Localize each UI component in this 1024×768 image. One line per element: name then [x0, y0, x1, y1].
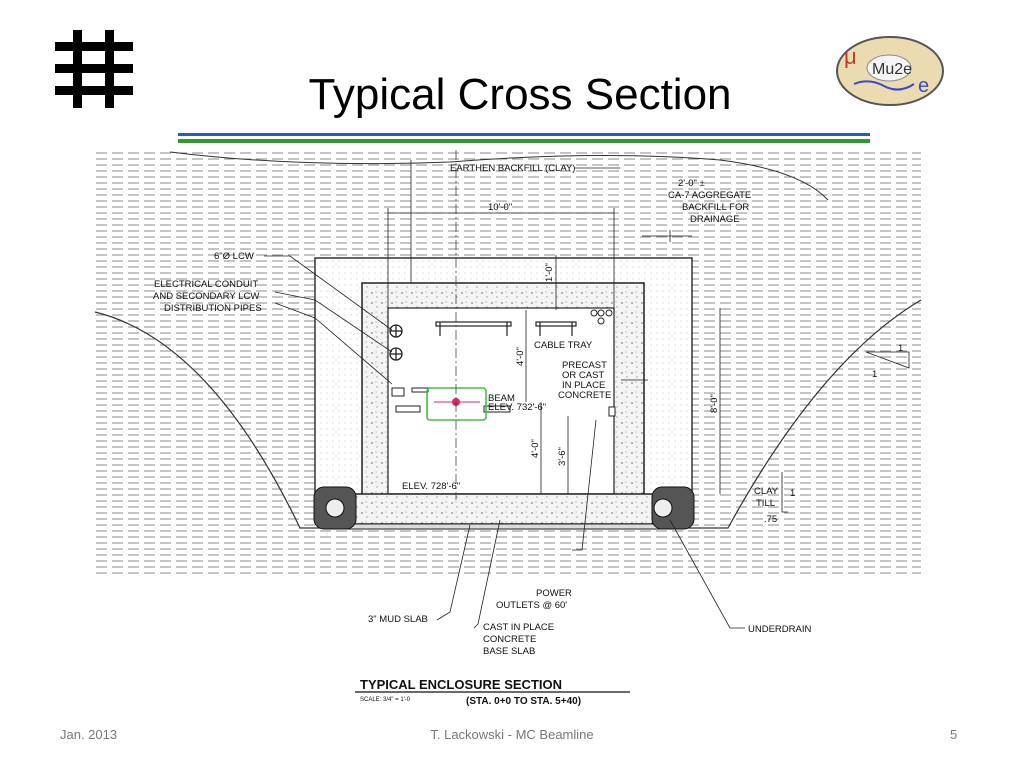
label-precast-2: OR CAST [562, 370, 604, 381]
label-conduit-3: DISTRIBUTION PIPES [164, 303, 262, 314]
label-mud-slab: 3" MUD SLAB [368, 614, 428, 625]
section-station: (STA. 0+0 TO STA. 5+40) [466, 696, 581, 707]
beamline-equipment [391, 387, 511, 413]
svg-text:e: e [918, 75, 929, 97]
lcw-pipes [389, 324, 403, 361]
label-aggregate-1: 2'-0" ± [678, 178, 705, 189]
label-cable-tray: CABLE TRAY [534, 340, 593, 351]
label-conduit-2: AND SECONDARY LCW [153, 291, 259, 302]
page-number: 5 [950, 727, 958, 742]
underdrain-right [651, 486, 695, 530]
cable-trays [435, 321, 577, 336]
label-earthen-backfill: EARTHEN BACKFILL (CLAY) [450, 163, 575, 174]
label-conduit-1: ELECTRICAL CONDUIT [154, 279, 258, 290]
label-clay-slope-1: 1 [790, 488, 795, 499]
enclosure-interior [387, 307, 615, 495]
section-scale: SCALE: 3/4" = 1'-0 [360, 697, 411, 703]
mud-slab [344, 523, 664, 530]
earthen-backfill-line [169, 151, 829, 201]
label-aggregate-3: BACKFILL FOR [682, 202, 749, 213]
label-slope-1a: 1 [898, 343, 903, 354]
section-title: TYPICAL ENCLOSURE SECTION [360, 677, 562, 692]
slide-title: Typical Cross Section [308, 70, 732, 119]
label-elev-floor: ELEV. 728'-6" [402, 481, 460, 492]
mu2e-logo: μ Mu2e e [836, 36, 944, 106]
label-clay-till-2: TILL [756, 498, 775, 509]
label-dim-1ft: 1'-0" [544, 263, 555, 282]
footer-author: T. Lackowski - MC Beamline [430, 727, 594, 742]
label-base-1: CAST IN PLACE [483, 622, 554, 633]
label-underdrain: UNDERDRAIN [748, 624, 811, 635]
beam-magnet-outline [426, 387, 487, 421]
label-precast-4: CONCRETE [558, 390, 611, 401]
title-rule-green [178, 139, 870, 143]
label-slope-1b: 1 [872, 369, 877, 380]
base-slab [353, 493, 655, 525]
label-dim-3ft6: 3'-6" [557, 447, 568, 466]
label-base-2: CONCRETE [483, 634, 536, 645]
label-lcw: 6"Ø LCW [214, 251, 254, 262]
label-power-2: OUTLETS @ 60' [496, 600, 567, 611]
label-precast-1: PRECAST [562, 360, 607, 371]
label-dim-10ft: 10'-0" [488, 202, 512, 213]
label-beam-2: ELEV. 732'-6" [488, 402, 546, 413]
fermilab-logo [55, 30, 133, 108]
label-aggregate-4: DRAINAGE [690, 214, 740, 225]
label-precast-3: IN PLACE [562, 380, 605, 391]
label-beam-1: BEAM [488, 393, 515, 404]
label-dim-8ft: 8'-0" [709, 394, 720, 413]
small-conduits [590, 309, 613, 325]
label-dim-4ft-upper: 4'-0" [515, 347, 526, 366]
title-rule-blue [178, 133, 870, 136]
power-outlet [608, 406, 616, 417]
footer-date: Jan. 2013 [60, 727, 118, 742]
label-base-3: BASE SLAB [483, 646, 535, 657]
svg-text:Mu2e: Mu2e [872, 61, 912, 78]
label-clay-slope-75: .75 [764, 514, 777, 525]
label-dim-4ft-lower: 4'-0" [530, 439, 541, 458]
label-aggregate-2: CA-7 AGGREGATE [668, 190, 751, 201]
label-clay-till-1: CLAY [754, 486, 779, 497]
svg-text:μ: μ [844, 44, 857, 69]
label-power-1: POWER [536, 588, 572, 599]
